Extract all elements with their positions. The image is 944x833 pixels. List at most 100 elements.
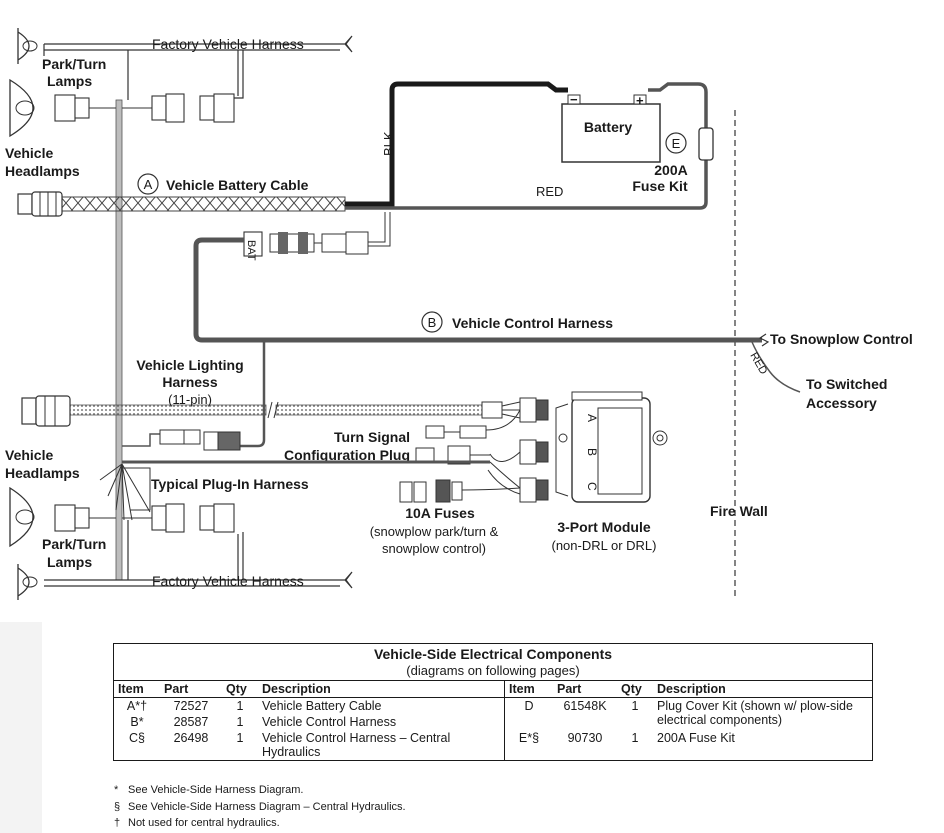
typical-plug-in-harness (99, 429, 490, 521)
to-snowplow-label: To Snowplow Control (770, 331, 913, 347)
headlamps-label-top-2: Headlamps (5, 163, 80, 179)
col-qty: Qty (222, 680, 258, 698)
left-gutter (0, 622, 42, 833)
battery-neg-terminal: − (570, 92, 578, 107)
callout-e: E (665, 132, 687, 154)
col-item-2: Item (504, 680, 553, 698)
table-subtitle: (diagrams on following pages) (113, 663, 873, 681)
module-label: 3-Port Module (557, 519, 651, 535)
description-cell: Plug Cover Kit (shown w/ plow-side elect… (657, 699, 853, 727)
qty-cell: 1 (631, 699, 639, 713)
col-item: Item (113, 680, 160, 698)
factory-harness-top (43, 35, 353, 100)
turn-signal-label-2: Configuration Plug (284, 447, 410, 463)
fuses-sublabel-2: snowplow control) (382, 541, 486, 556)
components-table: Vehicle-Side Electrical Components (diag… (113, 643, 873, 761)
battery-pos-terminal: + (636, 93, 644, 108)
lighting-harness-label: Vehicle Lighting (136, 357, 243, 373)
footnotes: * See Vehicle-Side Harness Diagram. § See … (114, 782, 874, 832)
lighting-harness-label-2: Harness (162, 374, 217, 390)
part-cell: 28587 (173, 715, 209, 729)
park-turn-label-top: Park/Turn (42, 56, 106, 72)
control-harness-label: Vehicle Control Harness (452, 315, 613, 331)
table-title: Vehicle-Side Electrical Components (373, 646, 613, 662)
fuse-kit (698, 127, 714, 161)
blk-label: BLK (381, 131, 396, 156)
bottom-lamp-connectors (54, 503, 235, 533)
plug-in-harness-label: Typical Plug-In Harness (151, 476, 309, 492)
components-table-wrap: Vehicle-Side Electrical Components (diag… (113, 643, 873, 761)
footnote: * See Vehicle-Side Harness Diagram. (114, 782, 874, 799)
item-cell: A*† (126, 699, 148, 713)
callout-b: B (421, 311, 443, 333)
part-cell: 26498 (173, 731, 209, 745)
red-label-bottom: RED (747, 351, 769, 377)
description-cell: 200A Fuse Kit (657, 731, 735, 745)
battery-label: Battery (584, 119, 632, 135)
vehicle-lighting-harness (21, 395, 521, 427)
module-connectors (487, 397, 549, 503)
factory-harness-label-top: Factory Vehicle Harness (152, 36, 304, 52)
factory-harness-bottom (44, 520, 353, 589)
item-cell: C§ (129, 731, 145, 745)
module-sublabel: (non-DRL or DRL) (552, 538, 657, 553)
footnote: § See Vehicle-Side Harness Diagram – Cent… (114, 799, 874, 816)
park-turn-lamp-bottom (17, 564, 38, 600)
qty-cell: 1 (236, 699, 244, 713)
turn-signal-label: Turn Signal (334, 429, 410, 445)
fuses-label: 10A Fuses (405, 505, 475, 521)
blk-cable (345, 81, 568, 207)
description-cell: Vehicle Control Harness – Central Hydrau… (262, 731, 451, 759)
to-switched-label-2: Accessory (806, 395, 877, 411)
table-row: B* 28587 1 Vehicle Control Harness (114, 714, 873, 730)
ten-amp-fuses (399, 479, 521, 503)
table-row: C§ 26498 1 Vehicle Control Harness – Cen… (114, 730, 873, 761)
vehicle-control-harness (193, 237, 801, 393)
port-b-label: B (585, 448, 599, 456)
port-a-label: A (585, 414, 599, 422)
headlamps-label-top: Vehicle (5, 145, 53, 161)
footnote-text: See Vehicle-Side Harness Diagram – Centr… (128, 800, 406, 813)
part-cell: 61548K (563, 699, 607, 713)
vehicle-battery-cable (17, 191, 346, 217)
headlamp-top (9, 78, 35, 138)
qty-cell: 1 (236, 715, 244, 729)
park-turn-label-top-2: Lamps (47, 73, 92, 89)
park-turn-lamp-top (17, 28, 38, 64)
col-part-2: Part (553, 680, 617, 698)
red-label-top: RED (536, 184, 563, 199)
item-cell (504, 714, 553, 730)
footnote-mark: § (114, 800, 121, 813)
main-harness-trunk (115, 99, 123, 581)
battery-cable-label: Vehicle Battery Cable (166, 177, 309, 193)
col-description-2: Description (653, 680, 873, 698)
svg-text:E: E (672, 136, 681, 151)
fuse-kit-label-2: Fuse Kit (632, 178, 688, 194)
park-turn-label-bottom-2: Lamps (47, 554, 92, 570)
description-cell: Vehicle Battery Cable (262, 699, 382, 713)
to-switched-label: To Switched (806, 376, 887, 392)
item-cell: E*§ (504, 730, 553, 761)
qty-cell: 1 (236, 731, 244, 745)
turn-signal-plug (415, 409, 521, 465)
fuses-sublabel: (snowplow park/turn & (370, 524, 499, 539)
table-header-row: Item Part Qty Description Item Part Qty … (113, 680, 873, 698)
bat-label: BAT (245, 240, 257, 261)
lighting-harness-label-3: (11-pin) (168, 392, 212, 407)
col-qty-2: Qty (617, 680, 653, 698)
red-cable (345, 82, 708, 210)
wiring-diagram: Factory Vehicle Harness Park/Turn Lamps … (5, 28, 913, 600)
park-turn-label-bottom: Park/Turn (42, 536, 106, 552)
factory-harness-label-bottom: Factory Vehicle Harness (152, 573, 304, 589)
headlamps-label-bottom-2: Headlamps (5, 465, 80, 481)
item-cell: B* (130, 715, 144, 729)
control-harness-branch (240, 340, 266, 448)
footnote-mark: * (114, 784, 119, 796)
fuse-kit-label: 200A (654, 162, 687, 178)
headlamp-bottom (9, 486, 35, 548)
port-c-label: C (585, 482, 599, 491)
col-part: Part (160, 680, 222, 698)
fire-wall-label: Fire Wall (710, 503, 768, 519)
footnote-text: See Vehicle-Side Harness Diagram. (128, 784, 304, 796)
description-cell: Vehicle Control Harness (262, 715, 397, 729)
